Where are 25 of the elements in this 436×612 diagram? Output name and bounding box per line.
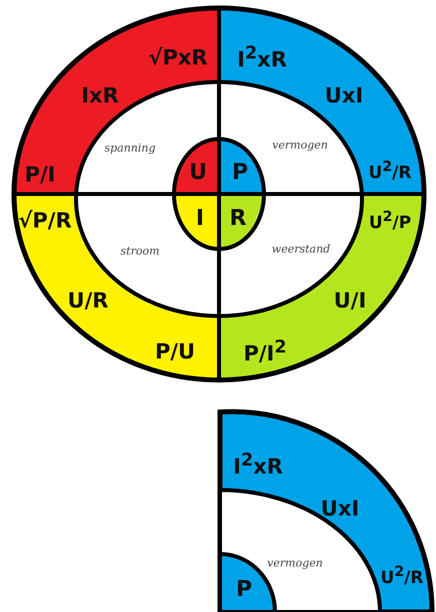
quantity-name: vermogen <box>272 140 328 150</box>
quantity-symbol: R <box>230 208 246 230</box>
formula-label: P/U <box>154 342 196 362</box>
formula-label: U$^{2}$/R <box>368 160 412 182</box>
quantity-name: spanning <box>104 142 156 154</box>
formula-label: U/R <box>68 290 108 312</box>
quantity-symbol: P <box>236 579 252 601</box>
formula-label: UxI <box>324 86 364 106</box>
quantity-symbol: P <box>232 162 248 184</box>
formula-label: √PxR <box>148 48 208 68</box>
formula-label: P/I <box>24 164 56 186</box>
quantity-symbol: U <box>189 162 207 184</box>
formula-label: I$^{2}$xR <box>237 46 287 70</box>
formula-label: I$^{2}$xR <box>233 452 283 478</box>
formula-label: UxI <box>320 498 360 520</box>
formula-label: √P/R <box>18 210 72 232</box>
quantity-name: vermogen <box>267 558 323 568</box>
formula-label: IxR <box>81 86 119 106</box>
formula-label: P/I$^{2}$ <box>243 340 287 364</box>
formula-label: U/I <box>334 290 366 312</box>
formula-label: U$^{2}$/R <box>380 565 424 587</box>
quantity-name: weerstand <box>272 244 330 254</box>
quantity-symbol: I <box>196 208 204 230</box>
formula-label: U$^{2}$/P <box>368 210 412 232</box>
quantity-name: stroom <box>120 246 160 256</box>
